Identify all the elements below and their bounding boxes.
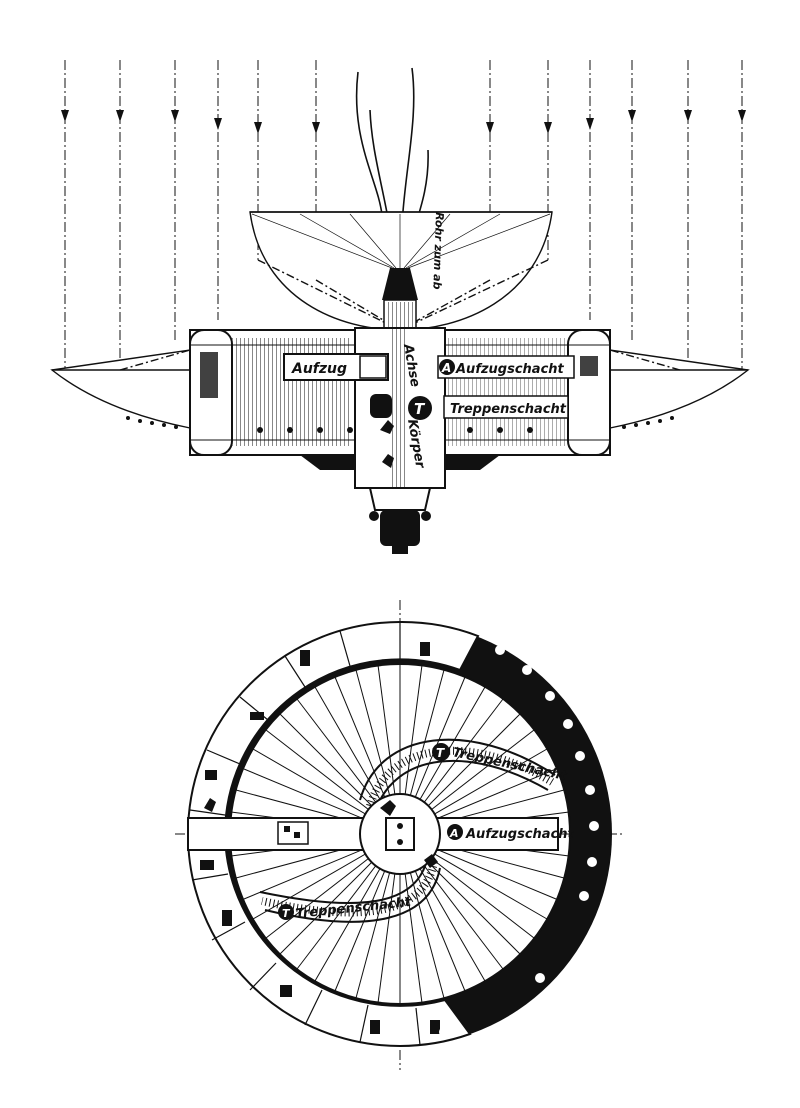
mirror-edge-dots <box>126 416 674 429</box>
plan-hub-core <box>385 817 415 851</box>
plan-stair-shafts <box>259 738 556 923</box>
portholes <box>237 645 599 1037</box>
side-label-aufzug: Aufzug <box>291 361 347 377</box>
outer-ring-rooms <box>186 620 480 1048</box>
room-furniture <box>200 642 578 1034</box>
ray-arrowheads <box>61 110 746 134</box>
plan-marker-t-bottom: T <box>282 907 291 920</box>
plan-marker-t-top: T <box>436 746 445 760</box>
shaft-boxes <box>437 355 575 419</box>
room-partitions <box>189 622 421 1046</box>
plan-marker-t-bottom-circle <box>278 904 294 920</box>
hub-dot-bottom <box>397 839 403 845</box>
plan-marker-t-top-circle <box>432 743 450 761</box>
plan-marker-a-circle <box>447 824 463 840</box>
stair-hatching-bottom <box>261 861 438 917</box>
side-marker-t: T <box>414 400 426 418</box>
hub-axis <box>354 315 446 554</box>
plan-label-aufzugschacht: Aufzugschacht <box>465 827 575 842</box>
plan-view: T Treppenschacht A Aufzugschacht T Trepp… <box>175 600 625 1070</box>
elevator-car <box>283 353 392 418</box>
hub-dot-top <box>397 823 403 829</box>
side-marker-a: A <box>441 361 451 375</box>
side-marker-t-circle <box>408 396 432 420</box>
side-label-aufzugschacht: Aufzugschacht <box>455 362 565 377</box>
side-label-treppenschacht: Treppenschacht <box>450 402 567 417</box>
plan-marker-a: A <box>449 827 459 840</box>
side-view-details <box>200 352 598 468</box>
side-view: Aufzug Achse Körper Rohr zum ab A Aufzug… <box>50 60 750 554</box>
side-marker-a-circle <box>439 359 455 375</box>
side-label-rohr: Rohr zum ab <box>430 212 446 290</box>
side-mirrors <box>50 349 750 429</box>
